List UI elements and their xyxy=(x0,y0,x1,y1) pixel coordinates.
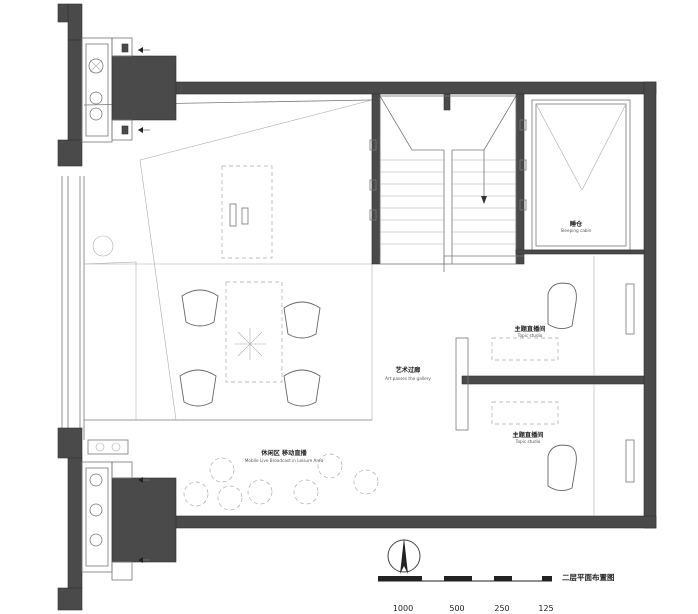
leisure-area xyxy=(83,99,379,511)
label-topic2-en: Topic studio xyxy=(515,439,541,444)
column-ll xyxy=(111,477,177,563)
scale-bar-icon: 1000 500 250 125 xyxy=(378,576,554,613)
topic-studio-1 xyxy=(455,256,645,431)
col-ul-top xyxy=(67,3,83,41)
scale-label-250: 250 xyxy=(494,604,509,613)
label-sleeping-en: Sleeping cabin xyxy=(561,228,592,233)
column-upper-left xyxy=(57,3,177,167)
label-gallery-en: Art passes the gallery xyxy=(385,376,431,381)
label-gallery-zh: 艺术过廊 xyxy=(396,366,422,374)
scale-label-1000: 1000 xyxy=(393,604,413,613)
plant-icon xyxy=(234,328,266,360)
plan-title: 二层平面布置图 xyxy=(562,572,615,582)
column-ul xyxy=(111,55,177,121)
scale-label-500: 500 xyxy=(449,604,464,613)
sleeping-cabin xyxy=(515,99,645,255)
outer-walls xyxy=(61,81,657,529)
scale-label-125: 125 xyxy=(538,604,553,613)
north-arrow-icon xyxy=(387,538,421,574)
room-labels: 休闲区 移动直播 Mobile Live Broadcast in Leisur… xyxy=(245,220,592,463)
label-topic1-zh: 主题直播间 xyxy=(515,325,546,333)
label-leisure-zh: 休闲区 移动直播 xyxy=(260,449,307,457)
wall-bottom xyxy=(175,515,657,529)
topic-studio-2 xyxy=(491,384,635,516)
label-sleeping-zh: 睡仓 xyxy=(570,220,583,228)
column-lower-left xyxy=(57,427,177,611)
wall-top xyxy=(175,81,657,95)
label-leisure-en: Mobile Live Broadcast in Leisure Area xyxy=(245,458,324,463)
label-topic2-zh: 主题直播间 xyxy=(513,431,544,439)
label-topic1-en: Topic studio xyxy=(517,333,543,338)
staircase xyxy=(369,93,527,272)
stair-treads xyxy=(380,159,516,245)
wall-right xyxy=(643,81,657,529)
